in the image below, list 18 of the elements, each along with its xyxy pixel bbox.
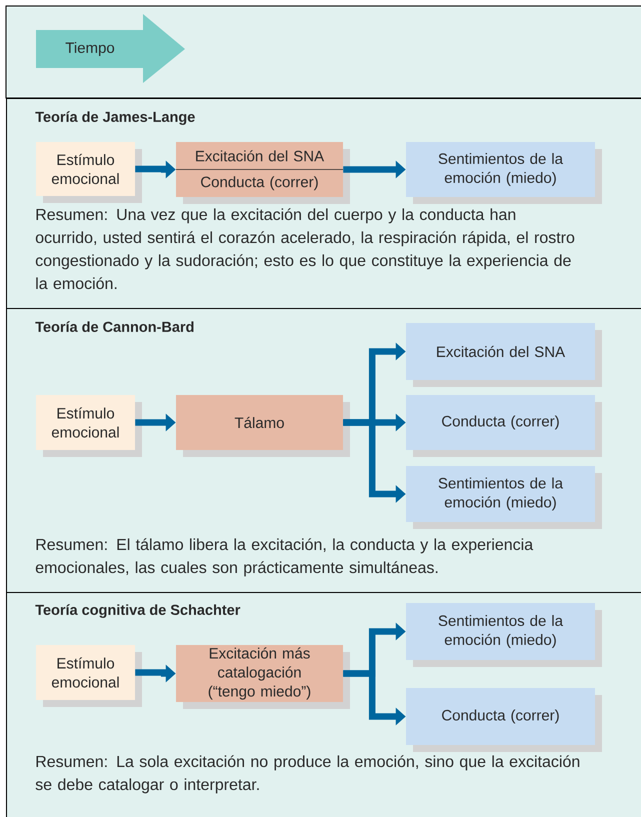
process-box: Excitación más catalogación (“tengo miedo”) (176, 645, 350, 709)
process-box: Excitación del SNA (406, 323, 602, 387)
process-box: Sentimientos de la emoción (miedo) (406, 466, 602, 529)
process-box: Sentimientos de la emoción (miedo) (406, 603, 602, 667)
panel-heading: Teoría cognitiva de Schachter (35, 604, 240, 618)
process-box: Estímulo emocional (36, 142, 142, 203)
process-box: Estímulo emocional (36, 395, 142, 457)
process-box: Excitación del SNA Conducta (correr) (176, 142, 350, 204)
summary-text: Resumen: El tálamo libera la excitación, la conducta y la experiencia emocionales, las cuales son prácticamente simultáneas. (36, 538, 534, 576)
process-box: Estímulo emocional (36, 645, 142, 707)
process-box: Conducta (correr) (406, 688, 602, 752)
panel-heading: Teoría de James-Lange (35, 111, 195, 125)
panel-heading: Teoría de Cannon-Bard (35, 321, 194, 332)
process-box: Sentimientos de la emoción (miedo) (406, 142, 602, 204)
summary-text: Resumen: La sola excitación no produce la emoción, sino que la excitación se debe catalogar o interpretar. (36, 755, 580, 794)
process-box: Tálamo (176, 395, 350, 457)
summary-text: Resumen: Una vez que la excitación del cuerpo y la conducta han ocurrido, usted sentirá el corazón acelerado, la respiración rápida, el rostro congestionado y la sudoración; esto es lo que constituye la experiencia de la emoción. (36, 208, 574, 290)
process-box: Conducta (correr) (406, 395, 602, 457)
